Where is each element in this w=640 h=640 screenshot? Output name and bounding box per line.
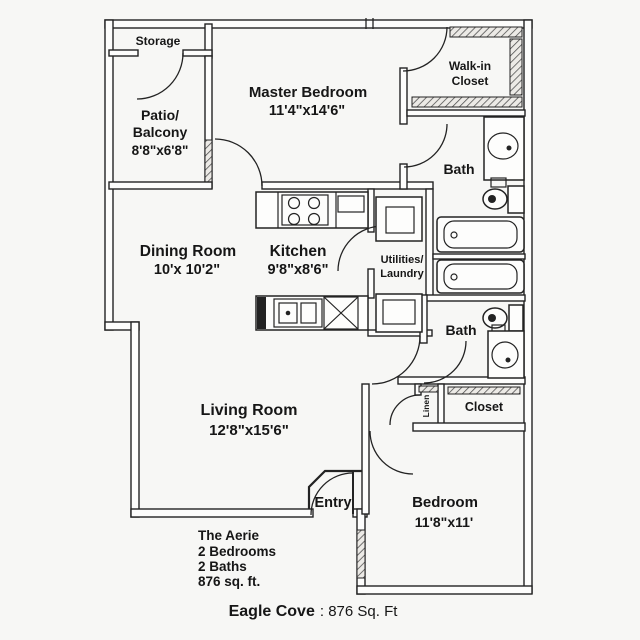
patio-slider	[204, 139, 213, 185]
title-block: The Aerie 2 Bedrooms 2 Baths 876 sq. ft.	[198, 528, 276, 589]
bedroom2-label: Bedroom	[412, 494, 478, 511]
dishwasher	[323, 296, 359, 330]
kitchen-sink	[273, 298, 323, 328]
kitchen-counter-top	[255, 191, 369, 229]
living-room-dims: 12'8"x15'6"	[209, 422, 289, 439]
door-arc-storage	[136, 52, 184, 100]
washer	[375, 196, 423, 242]
bathtub-upper	[436, 216, 525, 253]
wall-hatch	[356, 529, 366, 579]
door-arc-utilities	[337, 225, 384, 272]
walkin-closet-label-2: Closet	[452, 74, 489, 88]
title-line-3: 2 Baths	[198, 559, 247, 574]
counter-end	[257, 297, 266, 329]
title-line-1: The Aerie	[198, 528, 260, 543]
dryer	[375, 293, 423, 333]
door-arc-entry	[310, 472, 354, 516]
bathtub-lower	[436, 259, 525, 294]
utilities-label-1: Utilities/	[381, 254, 424, 266]
exterior-walls	[104, 18, 533, 595]
title-line-4: 876 sq. ft.	[198, 574, 260, 589]
bath2-toilet	[482, 304, 524, 332]
utilities-label-2: Laundry	[380, 268, 424, 280]
master-bedroom-dims: 11'4"x14'6"	[269, 103, 345, 119]
kitchen-dims: 9'8"x8'6"	[268, 262, 329, 278]
stove	[281, 194, 329, 226]
closet2-label: Closet	[465, 400, 504, 414]
entry-label: Entry	[314, 495, 351, 511]
patio-dims: 8'8"x6'8"	[132, 143, 189, 158]
door-arc-master-bedroom	[214, 138, 263, 187]
room-labels: Storage Patio/ Balcony 8'8"x6'8" Master …	[132, 34, 504, 530]
entry-alcove-wall	[307, 469, 362, 509]
bath-upper-label: Bath	[443, 161, 474, 177]
kitchen-label: Kitchen	[270, 243, 327, 260]
walkin-closet-label-1: Walk-in	[449, 59, 491, 73]
interior-walls	[108, 23, 526, 515]
patio-label-1: Patio/	[141, 107, 179, 123]
bedroom2-dims: 11'8"x11'	[415, 514, 473, 530]
kitchen-counter-bottom	[255, 295, 369, 331]
living-room-label: Living Room	[201, 402, 298, 419]
title-line-2: 2 Bedrooms	[198, 544, 276, 559]
master-bedroom-label: Master Bedroom	[249, 84, 367, 101]
bath1-vanity	[483, 116, 525, 188]
door-arc-hall	[371, 335, 421, 385]
door-arc-bath-upper	[403, 123, 448, 168]
caption-rest: : 876 Sq. Ft	[320, 603, 398, 620]
bath-lower-label: Bath	[445, 322, 476, 338]
caption-name: Eagle Cove	[229, 603, 315, 620]
doors	[136, 26, 467, 516]
storage-label: Storage	[136, 34, 181, 48]
closet2-shelf	[447, 386, 521, 395]
door-arc-linen	[389, 394, 421, 426]
patio-label-2: Balcony	[133, 124, 188, 140]
walkin-closet-shelves	[411, 26, 523, 108]
caption: Eagle Cove : 876 Sq. Ft	[229, 603, 399, 620]
linen-label: Linen	[421, 395, 431, 418]
door-arc-bedroom2	[369, 430, 414, 475]
dining-room-label: Dining Room	[140, 243, 236, 260]
door-arc-walkin-closet	[402, 26, 448, 72]
dining-room-dims: 10'x 10'2"	[154, 262, 220, 278]
bath2-vanity	[487, 324, 525, 379]
linen-shelf	[418, 385, 439, 393]
bath1-toilet	[482, 185, 525, 214]
door-arc-bath-lower	[423, 340, 467, 384]
